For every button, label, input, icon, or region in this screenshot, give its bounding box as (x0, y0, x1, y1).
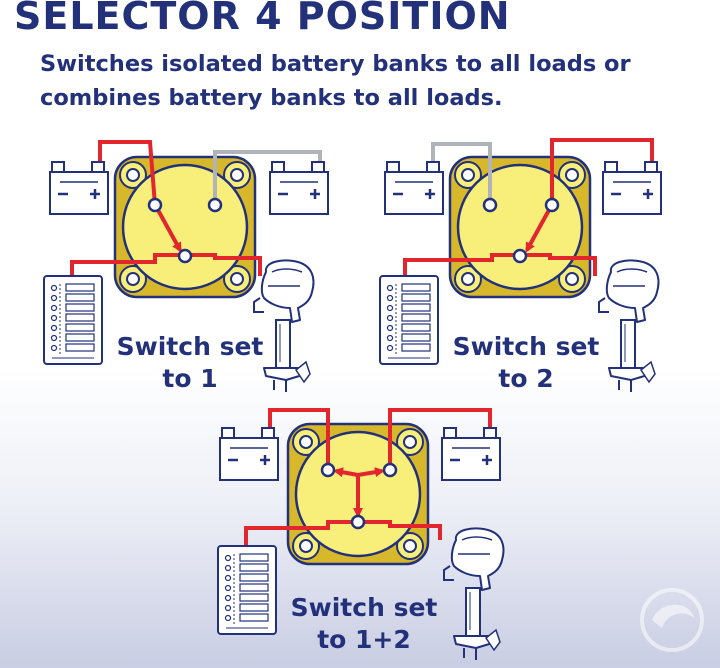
battery-2-icon (440, 426, 502, 482)
brand-logo-watermark (640, 588, 704, 652)
page-subtitle: Switches isolated battery banks to all l… (40, 51, 631, 111)
load-panel-icon (43, 275, 103, 365)
inactive-wire (431, 142, 492, 205)
outboard-motor-icon (598, 259, 660, 393)
active-wire (550, 138, 654, 205)
selector-arrow-right (357, 467, 385, 478)
panel-1-caption-line2: to 1 (162, 364, 217, 393)
terminal-post (512, 248, 528, 264)
panel-2-caption-line1: Switch set (453, 332, 600, 361)
terminal-post (350, 514, 366, 530)
battery-2-icon (601, 160, 663, 216)
active-wire (98, 140, 157, 206)
terminal-post (147, 197, 163, 213)
panel-switch-1: Switch set to 1 (43, 140, 330, 393)
panel-switch-1-2: Switch set to 1+2 (217, 408, 505, 661)
page-title: SELECTOR 4 POSITION (14, 0, 511, 38)
active-wire (268, 408, 330, 470)
selector-switch (448, 155, 592, 299)
panel-switch-2: Switch set to 2 (379, 138, 663, 393)
outboard-motor-icon (443, 527, 505, 661)
terminal-post (207, 197, 223, 213)
panel-1-caption-line1: Switch set (117, 332, 264, 361)
battery-1-icon (383, 160, 445, 216)
terminal-post (177, 248, 193, 264)
terminal-post (544, 197, 560, 213)
battery-2-icon (268, 160, 330, 216)
panel-2-caption-line2: to 2 (498, 364, 553, 393)
load-panel-icon (217, 545, 277, 635)
load-panel-icon (379, 275, 439, 365)
terminal-post (382, 462, 398, 478)
terminal-post (482, 197, 498, 213)
outboard-motor-icon (253, 259, 315, 393)
terminal-post (320, 462, 336, 478)
selector-arrow (156, 209, 182, 253)
selector-arrow (525, 209, 551, 253)
battery-1-icon (48, 160, 110, 216)
battery-1-icon (218, 426, 280, 482)
inactive-wire (213, 150, 322, 205)
panel-3-caption-line1: Switch set (291, 593, 438, 622)
active-wire (388, 408, 492, 470)
selector-switch (113, 155, 257, 299)
selector-arrow-left (333, 467, 359, 478)
panel-3-caption-line2: to 1+2 (317, 625, 411, 654)
